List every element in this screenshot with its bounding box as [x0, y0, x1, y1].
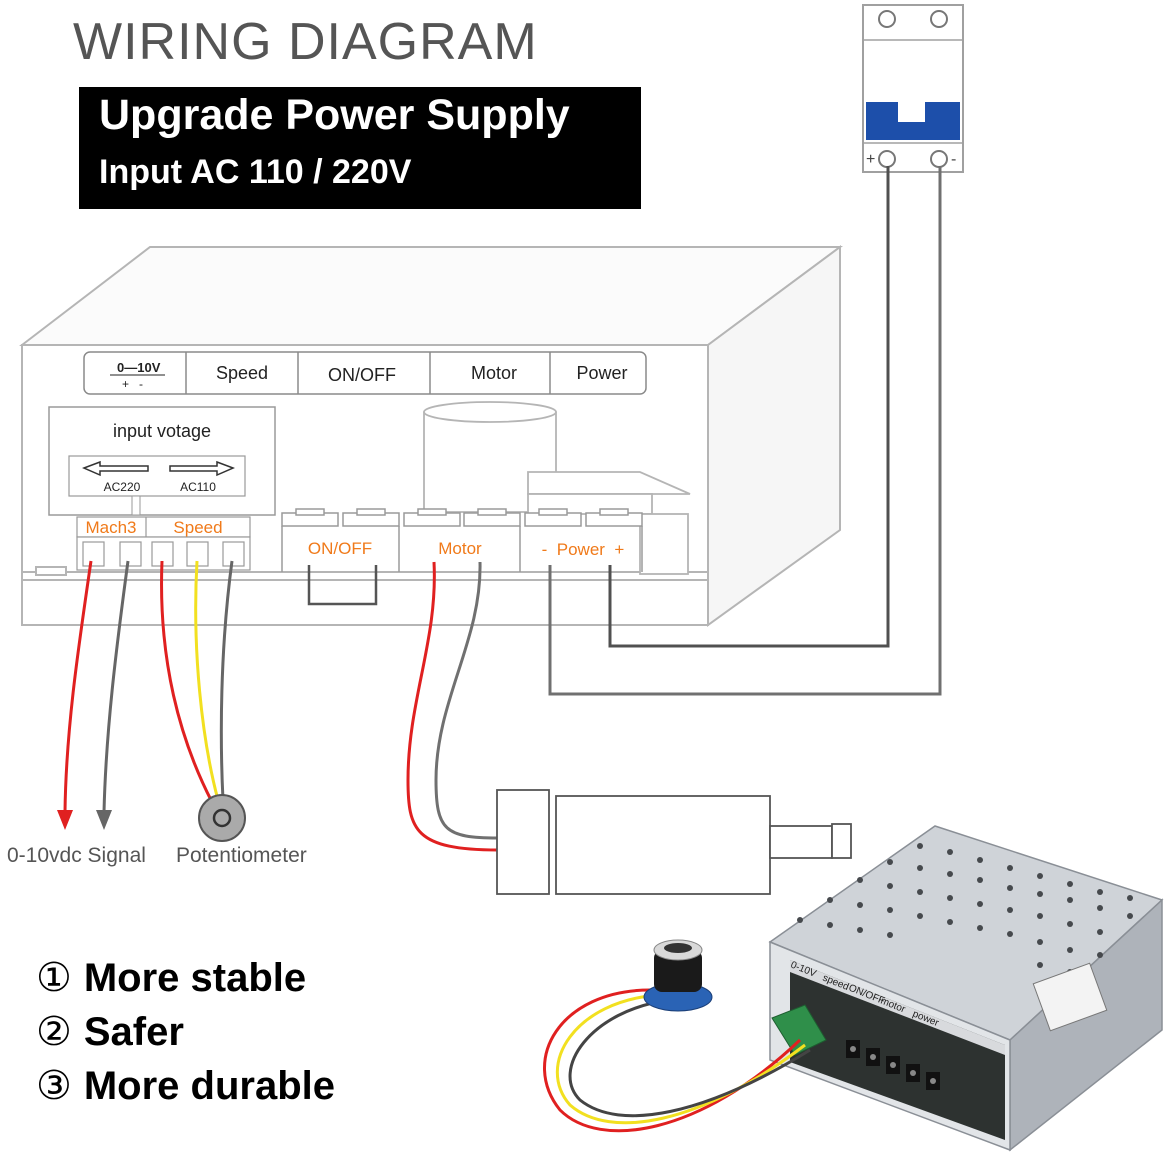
- banner-headline: Upgrade Power Supply: [99, 91, 570, 139]
- feature-text: More stable: [83, 956, 307, 1000]
- caption-signal: 0-10vdc Signal: [7, 844, 146, 867]
- terminal-label-onoff: ON/OFF: [308, 539, 372, 558]
- upgrade-banner: Upgrade Power Supply Input AC 110 / 220V: [79, 87, 641, 209]
- arrow-left-icon: [82, 460, 149, 477]
- signal-wires: [57, 560, 130, 830]
- arrow-down-red-icon: [57, 810, 73, 830]
- power-wires: [548, 166, 942, 696]
- terminal-label-mach3: Mach3: [85, 518, 136, 537]
- product-potentiometer: [543, 939, 811, 1133]
- voltage-switch-box: input votage AC220 AC110: [48, 406, 276, 516]
- potentiometer-wires: [160, 560, 234, 803]
- label-speed: Speed: [216, 363, 268, 383]
- caption-potentiometer: Potentiometer: [176, 844, 307, 867]
- breaker-minus: -: [951, 151, 956, 168]
- voltage-ac220: AC220: [104, 480, 141, 494]
- spindle-motor: [496, 789, 852, 895]
- breaker-plus: +: [866, 151, 875, 168]
- potentiometer-icon: [198, 794, 246, 842]
- arrow-right-icon: [169, 460, 235, 477]
- diagram-title: WIRING DIAGRAM: [73, 13, 538, 71]
- terminal-label-power: - Power +: [542, 540, 625, 559]
- feature-number: ③: [36, 1063, 72, 1109]
- label-motor: Motor: [471, 363, 517, 383]
- onoff-jumper-wire: [307, 565, 378, 606]
- terminal-strip: [281, 508, 643, 572]
- panel-label-strip: 0—10V + - Speed ON/OFF Motor Power: [83, 351, 647, 395]
- arrow-down-gray-icon: [96, 810, 112, 830]
- label-voltage-polarity: + -: [122, 377, 143, 391]
- signal-terminal-block: Mach3 Speed: [76, 516, 251, 571]
- capacitor: [423, 401, 557, 513]
- label-onoff: ON/OFF: [328, 365, 396, 385]
- motor-wires: [406, 561, 499, 852]
- feature-number: ②: [36, 1009, 72, 1055]
- feature-number: ①: [36, 955, 72, 1001]
- banner-input-voltage: Input AC 110 / 220V: [99, 153, 412, 191]
- feature-text: Safer: [83, 1010, 184, 1054]
- label-power: Power: [576, 363, 627, 383]
- terminal-label-motor: Motor: [438, 539, 482, 558]
- voltage-switch-title: input votage: [113, 421, 211, 441]
- terminal-label-speed: Speed: [173, 518, 222, 537]
- circuit-breaker: + -: [862, 4, 964, 173]
- feature-text: More durable: [83, 1064, 336, 1108]
- voltage-ac110: AC110: [180, 480, 216, 494]
- label-voltage-range: 0—10V: [117, 360, 161, 375]
- power-supply-product: 0-10V speed ON/OFF motor power: [768, 825, 1164, 1152]
